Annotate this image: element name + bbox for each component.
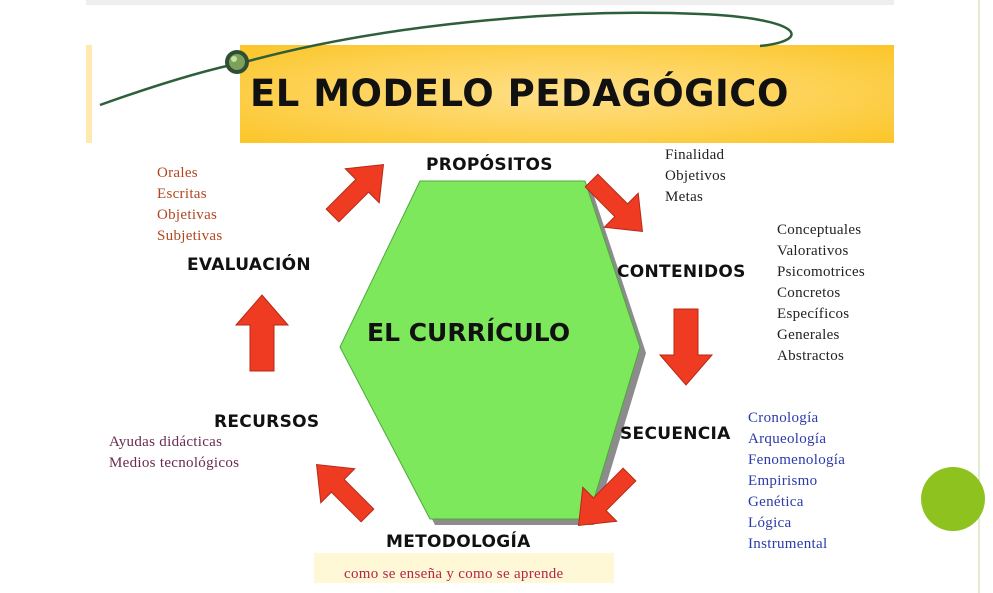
arrow-evaluacion-to-propositos [325, 163, 385, 223]
label-evaluacion: EVALUACIÓN [187, 255, 311, 275]
side-dot [921, 467, 985, 531]
arrow-metodologia-to-recursos [315, 463, 375, 523]
caption-band [314, 553, 614, 583]
list-item: Arqueología [748, 431, 827, 447]
hexagon [339, 180, 641, 520]
list-evaluacion: Orales Escritas Objetivas Subjetivas [157, 163, 223, 247]
list-item: Subjetivas [157, 228, 223, 244]
list-item: Genética [748, 494, 804, 510]
list-item: Cronología [748, 410, 819, 426]
page-title: EL MODELO PEDAGÓGICO [250, 72, 789, 115]
label-recursos: RECURSOS [214, 412, 320, 432]
label-contenidos: CONTENIDOS [617, 262, 746, 282]
list-propositos: Finalidad Objetivos Metas [665, 145, 726, 208]
list-item: Concretos [777, 285, 841, 301]
list-item: Escritas [157, 186, 207, 202]
arrow-recursos-to-evaluacion [234, 294, 290, 372]
list-item: Ayudas didácticas [109, 434, 223, 450]
list-item: Objetivos [665, 168, 727, 184]
list-item: Lógica [748, 515, 792, 531]
list-contenidos: Conceptuales Valorativos Psicomotrices C… [777, 220, 865, 367]
arrow-secuencia-to-metodologia [577, 467, 637, 527]
label-secuencia: SECUENCIA [620, 424, 731, 444]
center-label: EL CURRÍCULO [367, 318, 571, 347]
list-item: Instrumental [748, 536, 828, 552]
list-recursos: Ayudas didácticas Medios tecnológicos [109, 432, 239, 474]
list-item: Orales [157, 165, 198, 181]
list-item: Conceptuales [777, 222, 862, 238]
list-item: Medios tecnológicos [109, 455, 240, 471]
list-item: Abstractos [777, 348, 845, 364]
title-band [240, 45, 894, 143]
left-accent [86, 45, 92, 143]
label-propositos: PROPÓSITOS [426, 155, 553, 175]
list-item: Fenomenología [748, 452, 846, 468]
list-item: Empirismo [748, 473, 818, 489]
list-item: Generales [777, 327, 840, 343]
list-item: Valorativos [777, 243, 849, 259]
ball-icon [225, 50, 249, 74]
arrow-contenidos-to-secuencia [658, 308, 714, 386]
list-item: Objetivas [157, 207, 218, 223]
arrow-propositos-to-contenidos [584, 173, 644, 233]
list-secuencia: Cronología Arqueología Fenomenología Emp… [748, 408, 845, 555]
list-item: Metas [665, 189, 704, 205]
list-item: Psicomotrices [777, 264, 866, 280]
list-item: Finalidad [665, 147, 725, 163]
top-strip [86, 0, 894, 5]
metodologia-caption: como se enseña y como se aprende [344, 566, 564, 582]
swoosh-line [99, 11, 793, 107]
label-metodologia: METODOLOGÍA [386, 532, 531, 552]
list-item: Específicos [777, 306, 850, 322]
